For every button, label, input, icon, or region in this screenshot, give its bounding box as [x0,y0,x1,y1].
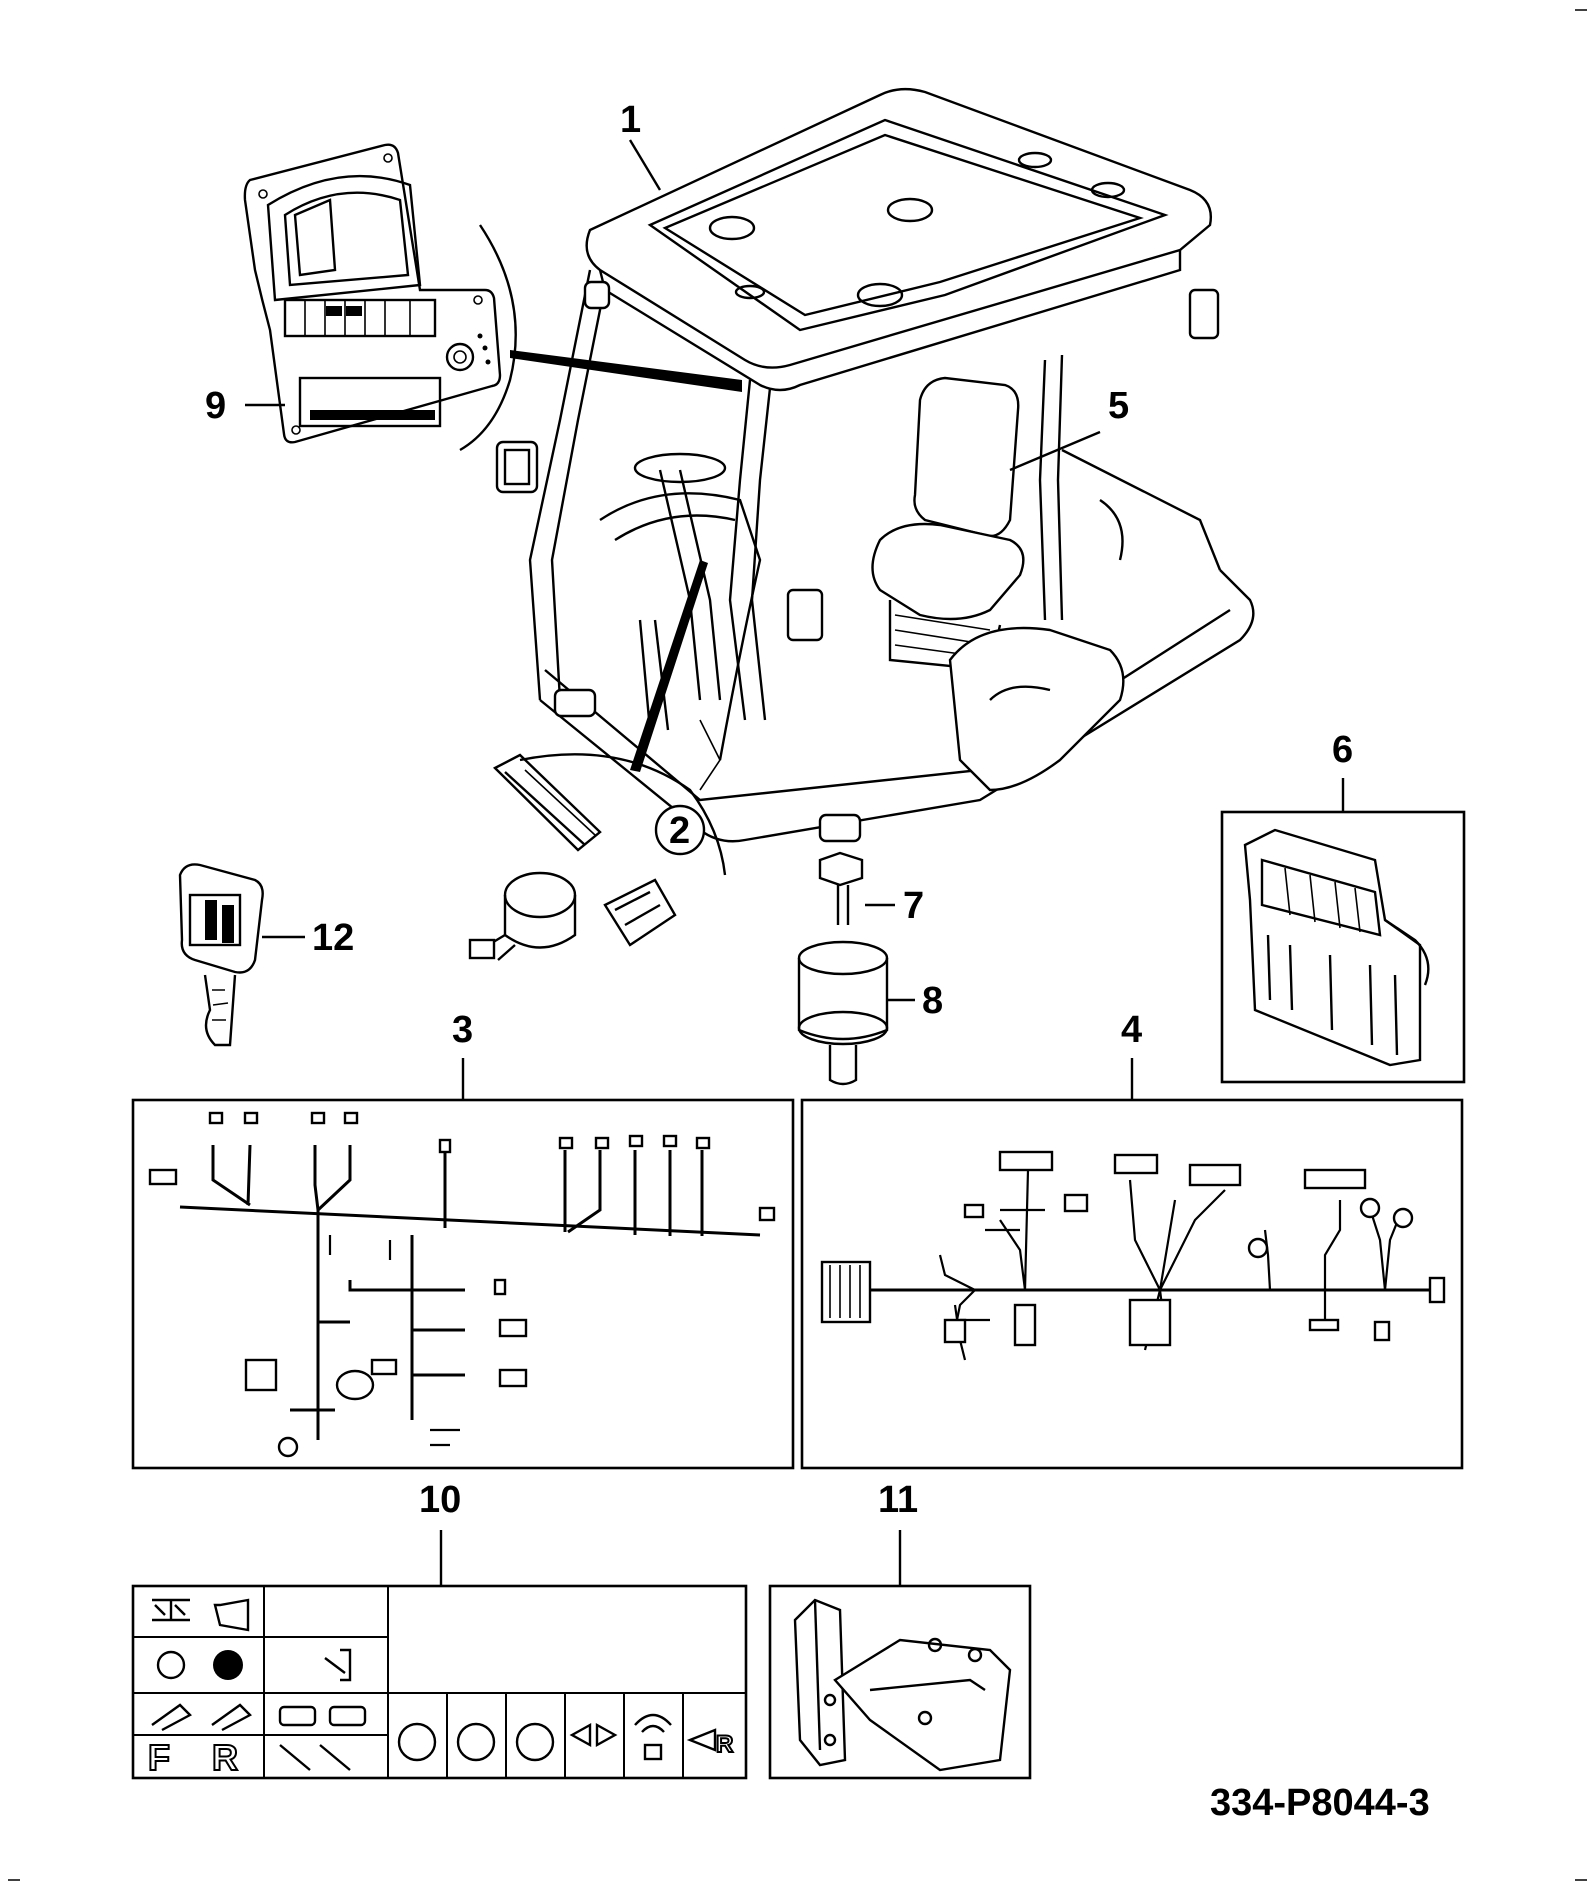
callout-2-circle [654,804,706,856]
callout-5: 5 [1108,385,1129,427]
callout-7: 7 [903,885,924,927]
cab-assembly [495,87,1255,843]
callout-6: 6 [1332,729,1353,771]
item2-arc [519,753,727,876]
callout-2: 2 [669,810,690,852]
leader-1 [628,139,662,191]
callout-3: 3 [452,1009,473,1051]
mounting-bracket [793,1598,1012,1772]
corner-mark [8,9,1587,1881]
decal-sheet: F R R [133,1586,746,1779]
decal-reverse: R [212,1737,238,1778]
ignition-key [178,863,264,1047]
callout-1: 1 [620,99,641,141]
item2-pointer [630,560,708,772]
switch-components [468,753,677,961]
panel-detail-arc [459,224,517,452]
callout-11: 11 [878,1479,918,1521]
callout-9: 9 [205,385,226,427]
decal-reverse-alarm: R [716,1731,733,1758]
decal-forward: F [148,1737,170,1778]
callout-4: 4 [1121,1009,1142,1051]
leader-5 [1009,430,1101,472]
drawing-reference: 334-P8044-3 [1210,1782,1430,1824]
callout-10: 10 [419,1479,461,1521]
harness-3-drawing [148,1111,776,1458]
callout-12: 12 [312,917,354,959]
callout-8: 8 [922,980,943,1022]
nut-and-mount [797,851,889,1086]
instrument-panel [243,143,502,444]
item3-frame [131,1098,795,1470]
harness-4-drawing [820,1150,1446,1361]
control-module [1243,828,1430,1067]
panel-pointer [510,350,742,392]
